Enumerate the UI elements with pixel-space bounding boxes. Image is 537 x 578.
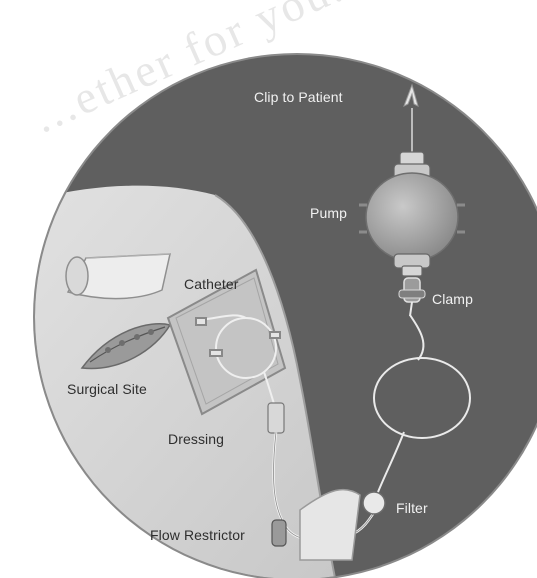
- label-catheter: Catheter: [184, 276, 239, 292]
- label-clamp: Clamp: [432, 291, 473, 307]
- label-filter: Filter: [396, 500, 428, 516]
- filter-device: [363, 492, 385, 514]
- label-flow-restrictor: Flow Restrictor: [150, 527, 245, 543]
- label-clip-to-patient: Clip to Patient: [254, 89, 343, 105]
- label-dressing: Dressing: [168, 431, 224, 447]
- skin-flap-illustration: [66, 254, 170, 299]
- flow-restrictor-device: [272, 520, 286, 546]
- label-surgical-site: Surgical Site: [67, 381, 147, 397]
- label-pump: Pump: [310, 205, 347, 221]
